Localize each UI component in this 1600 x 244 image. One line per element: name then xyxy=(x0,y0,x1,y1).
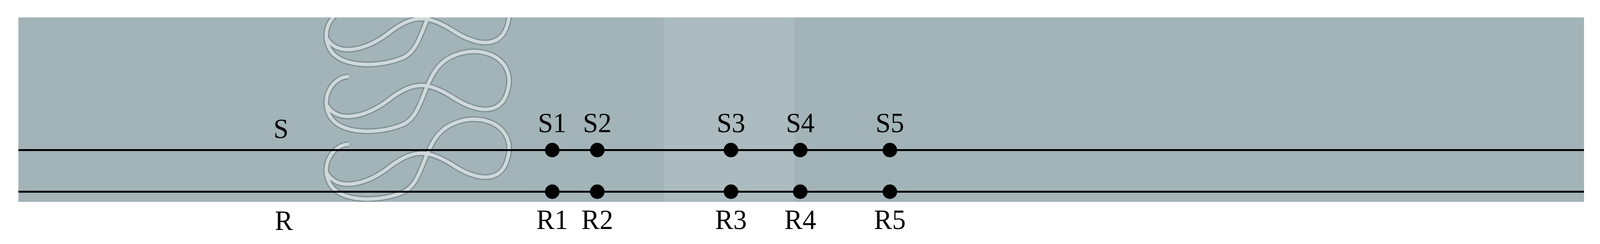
point-label: R4 xyxy=(784,206,816,234)
point-label: S5 xyxy=(875,109,904,137)
point-label: R3 xyxy=(714,206,747,234)
point-label: S1 xyxy=(537,109,567,137)
point-label: R2 xyxy=(581,206,613,234)
loop-stroke xyxy=(326,17,510,65)
point-label: R1 xyxy=(536,206,568,234)
loops xyxy=(326,17,510,200)
loop-stroke xyxy=(326,119,510,200)
line-name: R xyxy=(274,207,293,235)
loop-stroke xyxy=(326,119,510,200)
point-label: S3 xyxy=(716,109,746,137)
points xyxy=(544,142,898,200)
loop-stroke xyxy=(326,17,510,65)
point-label: S4 xyxy=(785,109,815,137)
point-label: S2 xyxy=(582,109,612,137)
line-name: S xyxy=(273,115,289,143)
ground-band xyxy=(18,17,1585,202)
light-band xyxy=(663,17,795,202)
point-label: R5 xyxy=(873,206,906,234)
